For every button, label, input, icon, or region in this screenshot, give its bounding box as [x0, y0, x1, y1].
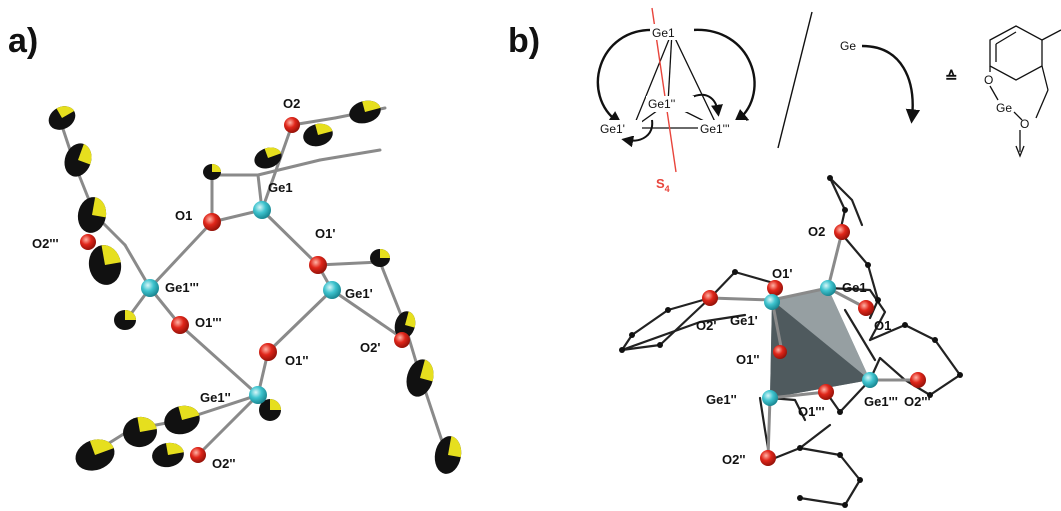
a-atom-ge1pp [249, 386, 267, 404]
panel-a-bonds [58, 106, 447, 457]
tetrahedron-face-right [772, 288, 870, 380]
rotation-arrow-left [596, 28, 655, 126]
a-atom-o1pp [259, 343, 277, 361]
b-label-o1pp: O1'' [736, 352, 760, 367]
a-atom-o2 [284, 117, 300, 133]
scheme-divider [777, 11, 813, 149]
a-label-ge1pp: Ge1'' [200, 390, 231, 405]
scheme-label-ge1: Ge1 [652, 26, 675, 40]
panel-a-carbon-ellipsoids [48, 100, 462, 474]
panel-a-germanium-atoms [141, 201, 341, 404]
scheme-label-ge: Ge [840, 39, 856, 53]
b-label-o1p: O1' [772, 266, 792, 281]
panel-b-oxygen-atoms [702, 224, 926, 466]
a-atom-o1 [203, 213, 221, 231]
a-atom-ge1p [323, 281, 341, 299]
panel-b-label: b) [508, 22, 540, 60]
a-label-o1: O1 [175, 208, 192, 223]
a-label-ge1: Ge1 [268, 180, 293, 195]
b-label-o1ppp: O1''' [798, 404, 825, 419]
panel-b: b) Ge1 Ge1'' Ge1' Ge1''' S4 Ge [508, 7, 1061, 508]
panel-a-oxygen-atoms [80, 117, 410, 463]
a-label-o2ppp: O2''' [32, 236, 59, 251]
b-label-ge1p: Ge1' [730, 313, 758, 328]
a-label-o2pp: O2'' [212, 456, 236, 471]
panel-b-germanium-atoms [762, 280, 878, 406]
equiv-symbol: ≙ [945, 69, 958, 86]
chelate-ring: O Ge O [984, 25, 1061, 158]
s4-scheme: Ge1 Ge1'' Ge1' Ge1''' S4 [596, 7, 756, 194]
scheme-label-ge1ppp: Ge1''' [700, 122, 730, 136]
s4-axis-label: S4 [656, 176, 670, 194]
a-atom-ge1ppp [141, 279, 159, 297]
panel-a: a) [8, 22, 462, 474]
a-label-o1p: O1' [315, 226, 335, 241]
a-atom-o1p [309, 256, 327, 274]
rotation-arrow-inner-left [621, 119, 654, 148]
b-label-o2: O2 [808, 224, 825, 239]
ge-arrow-group: Ge ≙ [840, 39, 958, 124]
b-label-o2ppp: O2''' [904, 394, 931, 409]
ball-and-stick-model: O2 O1' Ge1 O2' Ge1' O1 O1'' Ge1'' O1''' … [619, 175, 963, 508]
a-atom-o2p [394, 332, 410, 348]
panel-b-atom-labels: O2 O1' Ge1 O2' Ge1' O1 O1'' Ge1'' O1''' … [696, 224, 931, 467]
a-label-ge1p: Ge1' [345, 286, 373, 301]
ring-label-ge: Ge [996, 101, 1012, 115]
b-label-ge1: Ge1 [842, 280, 867, 295]
b-label-ge1ppp: Ge1''' [864, 394, 898, 409]
b-label-o1: O1 [874, 318, 891, 333]
scheme-label-ge1pp: Ge1'' [648, 97, 675, 111]
a-label-ge1ppp: Ge1''' [165, 280, 199, 295]
ring-label-o-bottom: O [1020, 117, 1029, 131]
panel-a-label: a) [8, 22, 38, 60]
ring-label-o-top: O [984, 73, 993, 87]
panel-b-skeleton [620, 176, 962, 507]
a-label-o1pp: O1'' [285, 353, 309, 368]
a-label-o2: O2 [283, 96, 300, 111]
b-label-o2pp: O2'' [722, 452, 746, 467]
tetrahedron-face-front [770, 300, 870, 398]
a-label-o1ppp: O1''' [195, 315, 222, 330]
a-atom-o2pp [190, 447, 206, 463]
a-label-o2p: O2' [360, 340, 380, 355]
scheme-label-ge1p: Ge1' [600, 122, 625, 136]
a-atom-o2ppp [80, 234, 96, 250]
a-atom-ge1 [253, 201, 271, 219]
curved-arrow [861, 44, 921, 124]
b-label-o2p: O2' [696, 318, 716, 333]
b-label-ge1pp: Ge1'' [706, 392, 737, 407]
rotation-arrow-right [691, 28, 756, 124]
panel-a-atom-labels: Ge1 O1 O1' Ge1' Ge1''' O1''' O1'' O2' Ge… [32, 96, 380, 471]
a-atom-o1ppp [171, 316, 189, 334]
panel-b-carbon-atoms [619, 175, 963, 508]
